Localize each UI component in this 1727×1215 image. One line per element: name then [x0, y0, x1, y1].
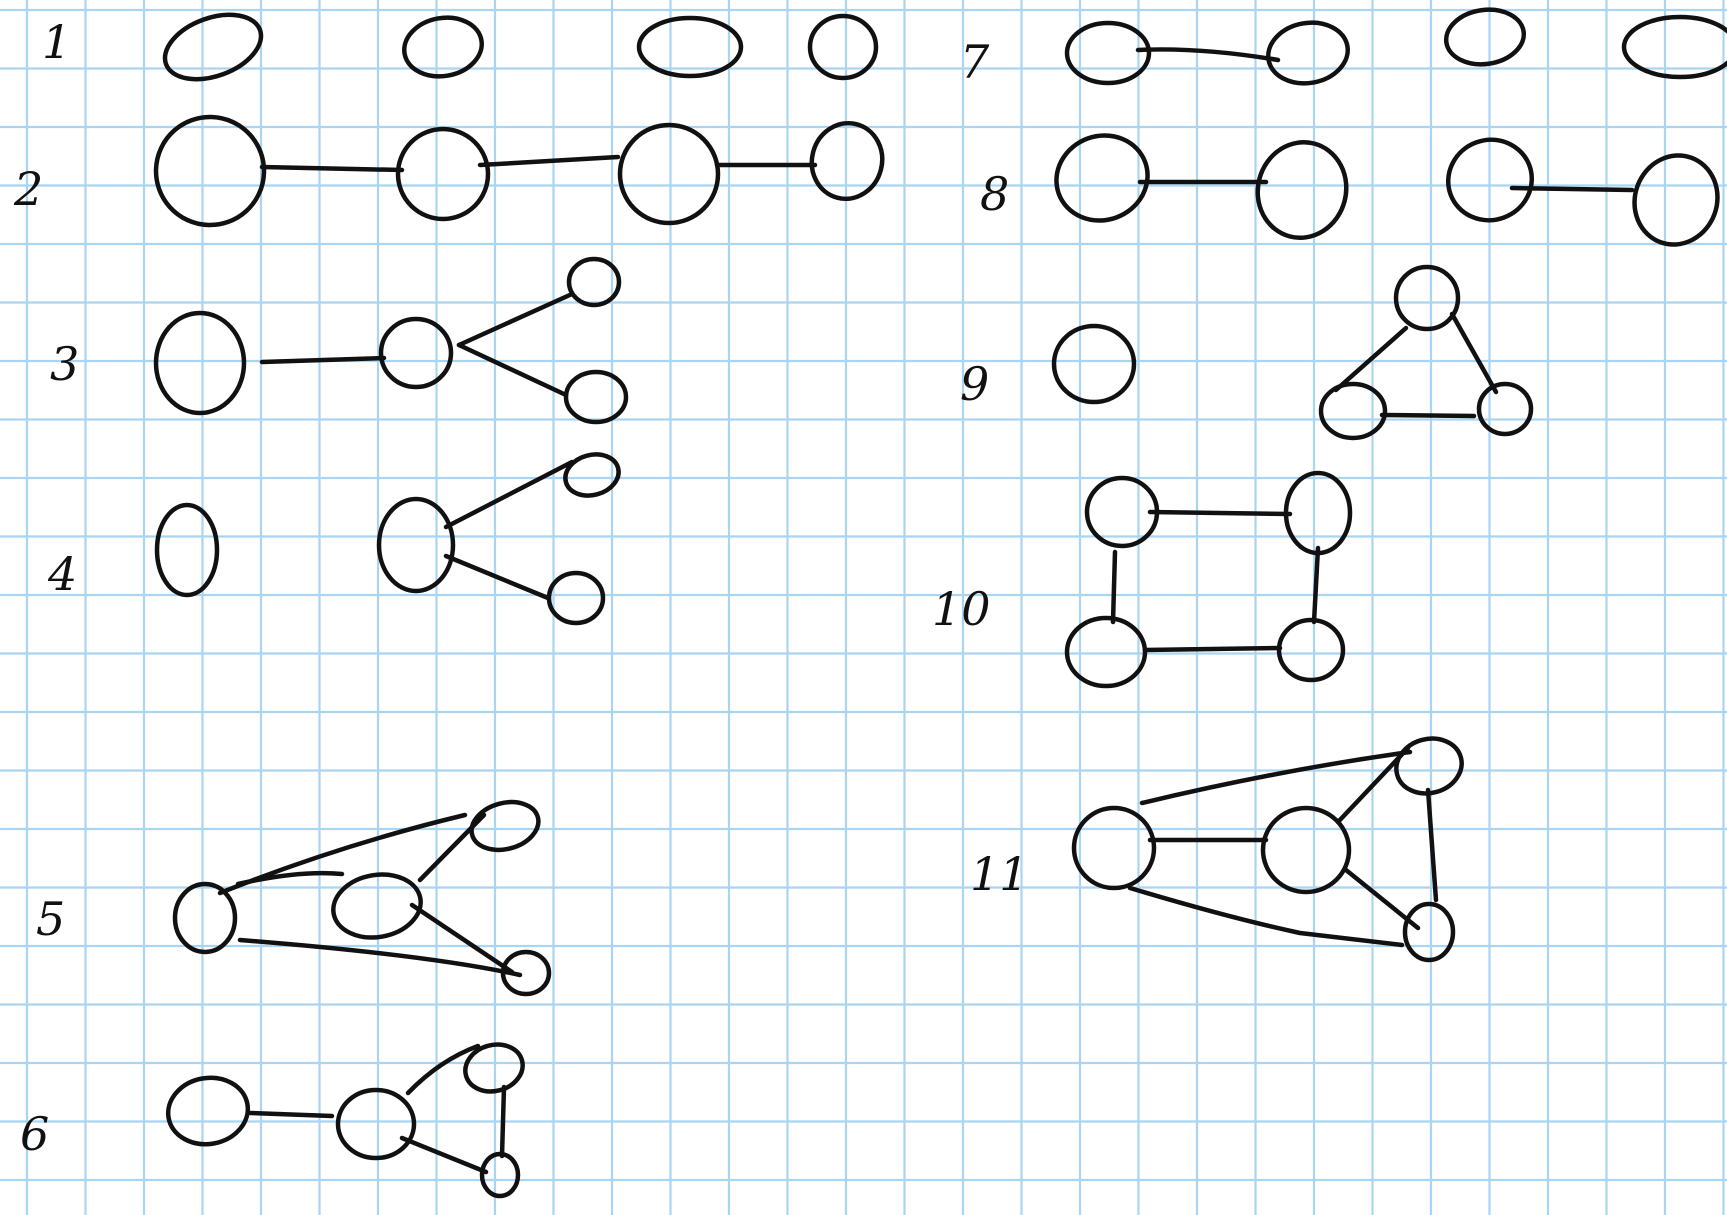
graph-1-node-b	[402, 15, 484, 79]
graph-8	[1054, 133, 1720, 247]
graph-2-edge-bc	[477, 154, 621, 168]
graph-2-node-a	[153, 114, 267, 228]
graph-11	[1071, 736, 1464, 963]
graph-9	[1051, 264, 1534, 441]
graph-1-node-d	[807, 13, 879, 81]
graph-4-node-d	[546, 570, 606, 626]
graph-3-node-a	[153, 310, 247, 416]
graph-6-edge-ab	[247, 1110, 335, 1119]
graph-9-node-d	[1476, 381, 1534, 437]
graph-6-edge-cd	[499, 1084, 507, 1159]
graph-label-11: 11	[970, 847, 1029, 901]
graph-3-edge-ab	[259, 355, 387, 365]
graph-9-node-a	[1051, 323, 1137, 405]
graph-4	[154, 452, 621, 626]
graph-7-node-d	[1621, 14, 1727, 80]
graph-6-node-a	[165, 1075, 251, 1147]
graph-label-4: 4	[47, 547, 77, 601]
graph-label-7: 7	[960, 35, 990, 89]
graph-10-edge-cd	[1142, 645, 1283, 653]
graph-11-node-e	[1402, 901, 1456, 963]
graph-6-edge-bc	[405, 1043, 481, 1096]
graph-5-node-d	[500, 949, 552, 997]
graph-4-node-c	[563, 452, 621, 498]
graph-1	[162, 12, 879, 82]
graph-2-edge-ab	[259, 164, 405, 173]
graph-label-1: 1	[42, 15, 71, 69]
graph-4-node-a	[154, 502, 220, 598]
graph-11-edge-ae	[1127, 885, 1405, 948]
graph-8-node-d	[1632, 153, 1720, 247]
graph-10-node-a	[1084, 475, 1160, 549]
graph-2-node-d	[809, 120, 885, 202]
graph-3-edge-bc	[456, 291, 575, 348]
graph-label-6: 6	[20, 1107, 49, 1161]
graph-7	[1064, 7, 1727, 86]
graph-4-edge-bc	[443, 459, 575, 530]
graph-8-node-a	[1054, 133, 1150, 223]
graph-10	[1064, 470, 1353, 689]
graph-10-node-b	[1283, 470, 1353, 556]
graph-9-node-c	[1318, 381, 1388, 441]
graph-4-edge-bd	[443, 553, 551, 601]
graph-1-node-a	[162, 12, 264, 82]
graph-10-node-d	[1276, 617, 1346, 683]
graph-5	[172, 799, 552, 997]
graph-label-10: 10	[932, 582, 991, 636]
graph-label-8: 8	[980, 167, 1009, 221]
graph-label-9: 9	[960, 357, 989, 411]
graph-5-edge-bd	[409, 902, 515, 975]
graph-label-2: 2	[13, 162, 43, 216]
graph-2	[153, 114, 885, 228]
graph-5-edge-ac	[217, 812, 468, 896]
graph-10-edge-bd	[1311, 545, 1321, 625]
graph-6-node-c	[463, 1042, 525, 1094]
graph-3-node-c	[566, 256, 622, 308]
graph-6-node-b	[335, 1087, 417, 1161]
graph-6	[165, 1042, 525, 1199]
graph-11-edge-ad	[1139, 749, 1413, 806]
graph-label-5: 5	[36, 892, 65, 946]
graph-6-node-d	[479, 1151, 521, 1199]
graph-7-edge-ab	[1135, 47, 1281, 63]
graph-5-node-a	[172, 881, 238, 955]
graph-11-edge-de	[1425, 787, 1439, 903]
graph-2-node-c	[617, 122, 721, 226]
graph-10-edge-ac	[1110, 549, 1118, 625]
graph-5-node-b	[331, 872, 423, 940]
graph-1-node-c	[636, 15, 744, 79]
graph-8-node-c	[1445, 137, 1535, 223]
graph-11-node-a	[1071, 805, 1157, 891]
graph-2-node-b	[395, 126, 491, 222]
graph-9-node-b	[1393, 264, 1461, 332]
graph-label-3: 3	[50, 337, 79, 391]
graph-11-node-d	[1394, 736, 1464, 796]
graph-9-edge-cd	[1379, 412, 1477, 419]
graph-7-node-a	[1064, 20, 1152, 86]
graph-8-node-b	[1255, 140, 1349, 240]
graph-10-edge-ab	[1147, 509, 1293, 517]
graph-4-node-b	[376, 496, 456, 594]
graph-10-node-c	[1064, 615, 1148, 689]
graph-3-edge-bd	[456, 342, 569, 398]
graph-5-node-c	[469, 799, 541, 853]
graph-9-edge-bc	[1333, 325, 1409, 393]
graph-9-edge-bd	[1449, 311, 1499, 395]
graph-7-node-c	[1443, 7, 1527, 67]
graph-5-edge-ad	[237, 937, 523, 978]
graph-3	[153, 256, 629, 425]
graph-7-node-b	[1266, 20, 1350, 86]
graph-3-node-b	[378, 316, 454, 390]
graph-3-node-d	[563, 369, 629, 425]
graph-6-edge-bd	[399, 1135, 489, 1175]
graph-11-node-b	[1260, 805, 1352, 895]
